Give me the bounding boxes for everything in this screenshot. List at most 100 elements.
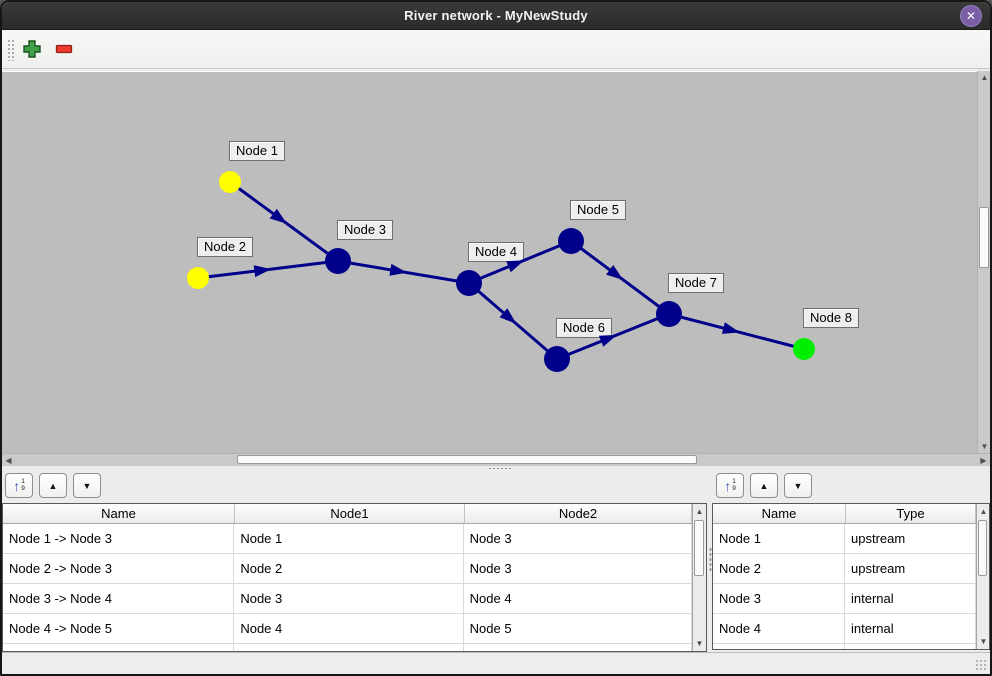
sort-nodes-button[interactable]: ↑ 1 9	[716, 473, 744, 498]
node-table-scrollbar[interactable]: ▲ ▼	[976, 504, 989, 649]
add-node-button[interactable]	[21, 39, 43, 59]
node-label[interactable]: Node 3	[337, 220, 393, 240]
table-cell	[234, 644, 464, 651]
table-cell: Node 4	[713, 614, 845, 643]
table-cell: Node 1	[234, 524, 464, 553]
table-cell: upstream	[845, 554, 976, 583]
node-label[interactable]: Node 7	[668, 273, 724, 293]
table-cell: Node 2	[713, 554, 845, 583]
sort-icon: ↑	[13, 477, 21, 494]
table-cell: Node 3	[464, 554, 692, 583]
scroll-up-icon[interactable]: ▲	[695, 507, 704, 516]
reach-table-header: Name Node1 Node2	[3, 504, 706, 524]
node-label[interactable]: Node 4	[468, 242, 524, 262]
node-node-2[interactable]	[187, 267, 209, 289]
node-node-5[interactable]	[558, 228, 584, 254]
node-node-3[interactable]	[325, 248, 351, 274]
window-title: River network - MyNewStudy	[404, 8, 588, 23]
node-label[interactable]: Node 1	[229, 141, 285, 161]
table-cell: Node 3 -> Node 4	[3, 584, 235, 613]
table-cell: Node 4	[464, 584, 692, 613]
table-cell	[464, 644, 692, 651]
node-node-8[interactable]	[793, 338, 815, 360]
table-cell	[845, 644, 976, 649]
table-splitter-handle[interactable]	[709, 547, 713, 573]
node-node-4[interactable]	[456, 270, 482, 296]
column-header-type[interactable]: Type	[846, 504, 976, 523]
node-node-6[interactable]	[544, 346, 570, 372]
pane-splitter-handle[interactable]	[488, 467, 512, 471]
move-node-up-button[interactable]: ▲	[750, 473, 778, 498]
flow-direction-arrow-icon	[253, 265, 272, 278]
remove-node-button[interactable]	[53, 39, 75, 59]
node-node-1[interactable]	[219, 171, 241, 193]
table-row[interactable]	[713, 644, 976, 649]
title-bar[interactable]: River network - MyNewStudy ✕	[2, 2, 990, 30]
resize-grip[interactable]	[975, 659, 987, 671]
column-header-node2[interactable]: Node2	[465, 504, 692, 523]
flow-direction-arrow-icon	[269, 208, 287, 224]
status-bar	[2, 652, 990, 674]
node-label[interactable]: Node 2	[197, 237, 253, 257]
down-triangle-icon: ▼	[793, 480, 803, 491]
river-network-canvas[interactable]: Node 1 Node 2 Node 3 Node 4 Node 5 Node 6 Node…	[2, 71, 977, 453]
scroll-up-icon[interactable]: ▲	[979, 507, 988, 516]
table-cell: internal	[845, 584, 976, 613]
node-label[interactable]: Node 8	[803, 308, 859, 328]
main-toolbar	[2, 30, 990, 69]
node-node-7[interactable]	[656, 301, 682, 327]
table-row[interactable]	[3, 644, 692, 651]
canvas-vertical-scrollbar[interactable]: ▲ ▼	[977, 71, 990, 453]
column-header-node1[interactable]: Node1	[235, 504, 465, 523]
table-scroll-thumb[interactable]	[694, 520, 704, 576]
scroll-left-icon[interactable]: ◀	[5, 456, 12, 465]
horizontal-scroll-thumb[interactable]	[237, 455, 697, 464]
scroll-up-icon[interactable]: ▲	[980, 73, 989, 82]
table-cell: Node 2 -> Node 3	[3, 554, 235, 583]
column-header-name[interactable]: Name	[713, 504, 846, 523]
flow-direction-arrow-icon	[721, 322, 740, 334]
flow-direction-arrow-icon	[506, 260, 525, 273]
column-header-name[interactable]: Name	[3, 504, 235, 523]
sort-reaches-button[interactable]: ↑ 1 9	[5, 473, 33, 498]
node-labels-layer: Node 1 Node 2 Node 3 Node 4 Node 5 Node 6 Node…	[2, 72, 977, 453]
flow-direction-arrow-icon	[606, 265, 624, 280]
canvas-horizontal-scrollbar[interactable]: ◀ ▶	[2, 453, 990, 466]
scroll-down-icon[interactable]: ▼	[695, 639, 704, 648]
reach-table-scrollbar[interactable]: ▲ ▼	[692, 504, 706, 651]
close-button[interactable]: ✕	[960, 5, 982, 27]
down-triangle-icon: ▼	[82, 480, 92, 491]
node-label[interactable]: Node 6	[556, 318, 612, 338]
scroll-right-icon[interactable]: ▶	[980, 456, 987, 465]
node-label[interactable]: Node 5	[570, 200, 626, 220]
table-cell	[713, 644, 845, 649]
move-reach-down-button[interactable]: ▼	[73, 473, 101, 498]
table-scroll-thumb[interactable]	[978, 520, 987, 576]
scroll-down-icon[interactable]: ▼	[980, 442, 989, 451]
scroll-down-icon[interactable]: ▼	[979, 637, 988, 646]
sort-icon: ↑	[724, 477, 732, 494]
vertical-scroll-thumb[interactable]	[979, 207, 989, 268]
toolbar-drag-handle[interactable]	[7, 39, 15, 61]
flow-direction-arrow-icon	[389, 263, 408, 276]
sort-digits: 1 9	[21, 478, 25, 492]
up-triangle-icon: ▲	[759, 480, 769, 491]
sort-digits: 1 9	[732, 478, 736, 492]
table-cell	[3, 644, 235, 651]
table-cell: upstream	[845, 524, 976, 553]
move-reach-up-button[interactable]: ▲	[39, 473, 67, 498]
move-node-down-button[interactable]: ▼	[784, 473, 812, 498]
